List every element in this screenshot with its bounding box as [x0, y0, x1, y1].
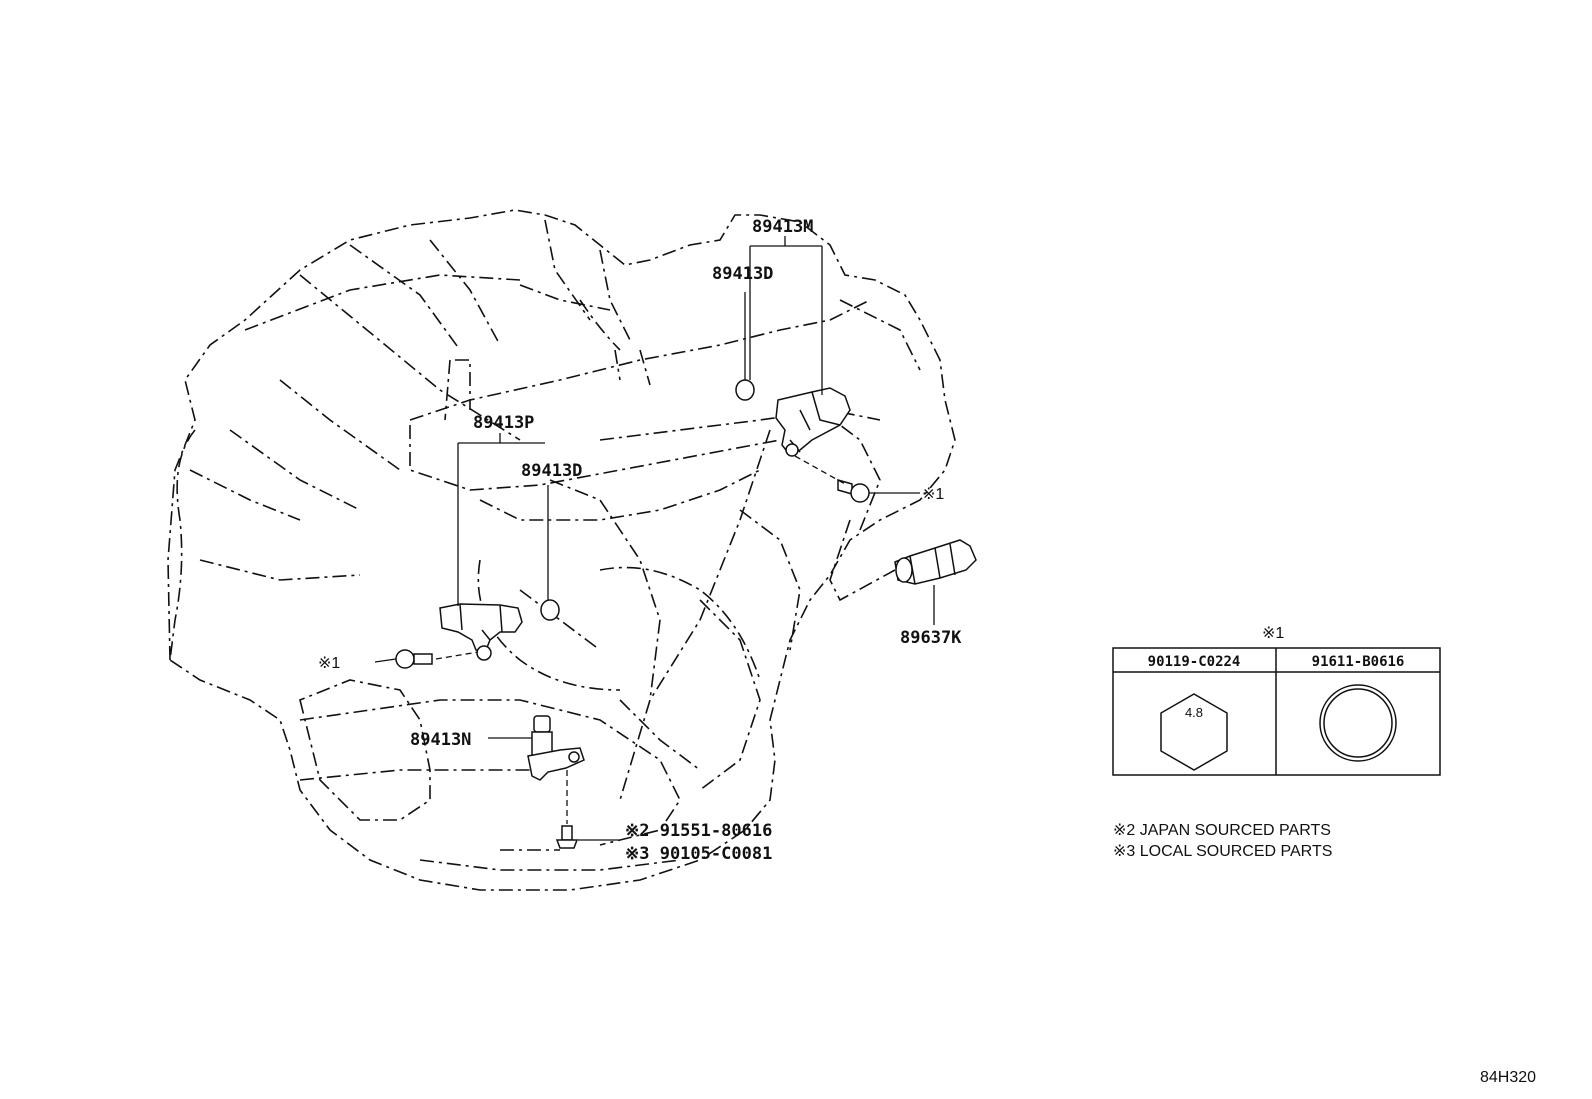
legend-col2-header: 91611-B0616: [1312, 654, 1405, 670]
callout-89413d-mid[interactable]: 89413D: [521, 461, 582, 481]
callout-89413n[interactable]: 89413N: [410, 730, 471, 750]
legend-col1-header: 90119-C0224: [1148, 654, 1241, 670]
hex-bolt-head-icon: [1160, 693, 1228, 771]
callout-89413m[interactable]: 89413M: [752, 217, 813, 237]
callout-89637k[interactable]: 89637K: [900, 628, 962, 648]
ref-mark-left: ※1: [318, 655, 340, 672]
callout-89413d-top[interactable]: 89413D: [712, 264, 773, 284]
transmission-housing-outline: [167, 209, 956, 891]
o-ring-89413d-mid[interactable]: [540, 599, 560, 621]
note-local-sourced: ※3 LOCAL SOURCED PARTS: [1113, 843, 1332, 860]
o-ring-89413d-top[interactable]: [735, 379, 755, 401]
flange-head-outer-icon: [1319, 684, 1397, 762]
leader-lines: [374, 236, 935, 841]
diagram-code: 84H320: [1480, 1069, 1536, 1086]
flange-head-inner-icon: [1323, 688, 1393, 758]
callout-bolt-local[interactable]: ※3 90105-C0081: [625, 844, 772, 864]
pressure-switch-89637k[interactable]: [894, 539, 977, 585]
note-japan-sourced: ※2 JAPAN SOURCED PARTS: [1113, 822, 1331, 839]
speed-sensor-89413m[interactable]: [775, 387, 851, 457]
bolt-bottom[interactable]: [555, 825, 579, 849]
bolt-left[interactable]: [395, 649, 433, 669]
speed-sensor-89413p[interactable]: [439, 603, 523, 661]
bolt-right[interactable]: [837, 479, 870, 503]
bolt-legend-table: ※1 90119-C0224 91611-B0616 4.8: [1112, 625, 1441, 776]
speed-sensor-89413n[interactable]: [527, 715, 585, 781]
callout-bolt-japan[interactable]: ※2 91551-80616: [625, 821, 772, 841]
hex-size-label: 4.8: [1185, 705, 1203, 720]
callout-89413p[interactable]: 89413P: [473, 413, 534, 433]
legend-ref-mark: ※1: [1262, 625, 1284, 642]
ref-mark-right: ※1: [922, 486, 944, 503]
